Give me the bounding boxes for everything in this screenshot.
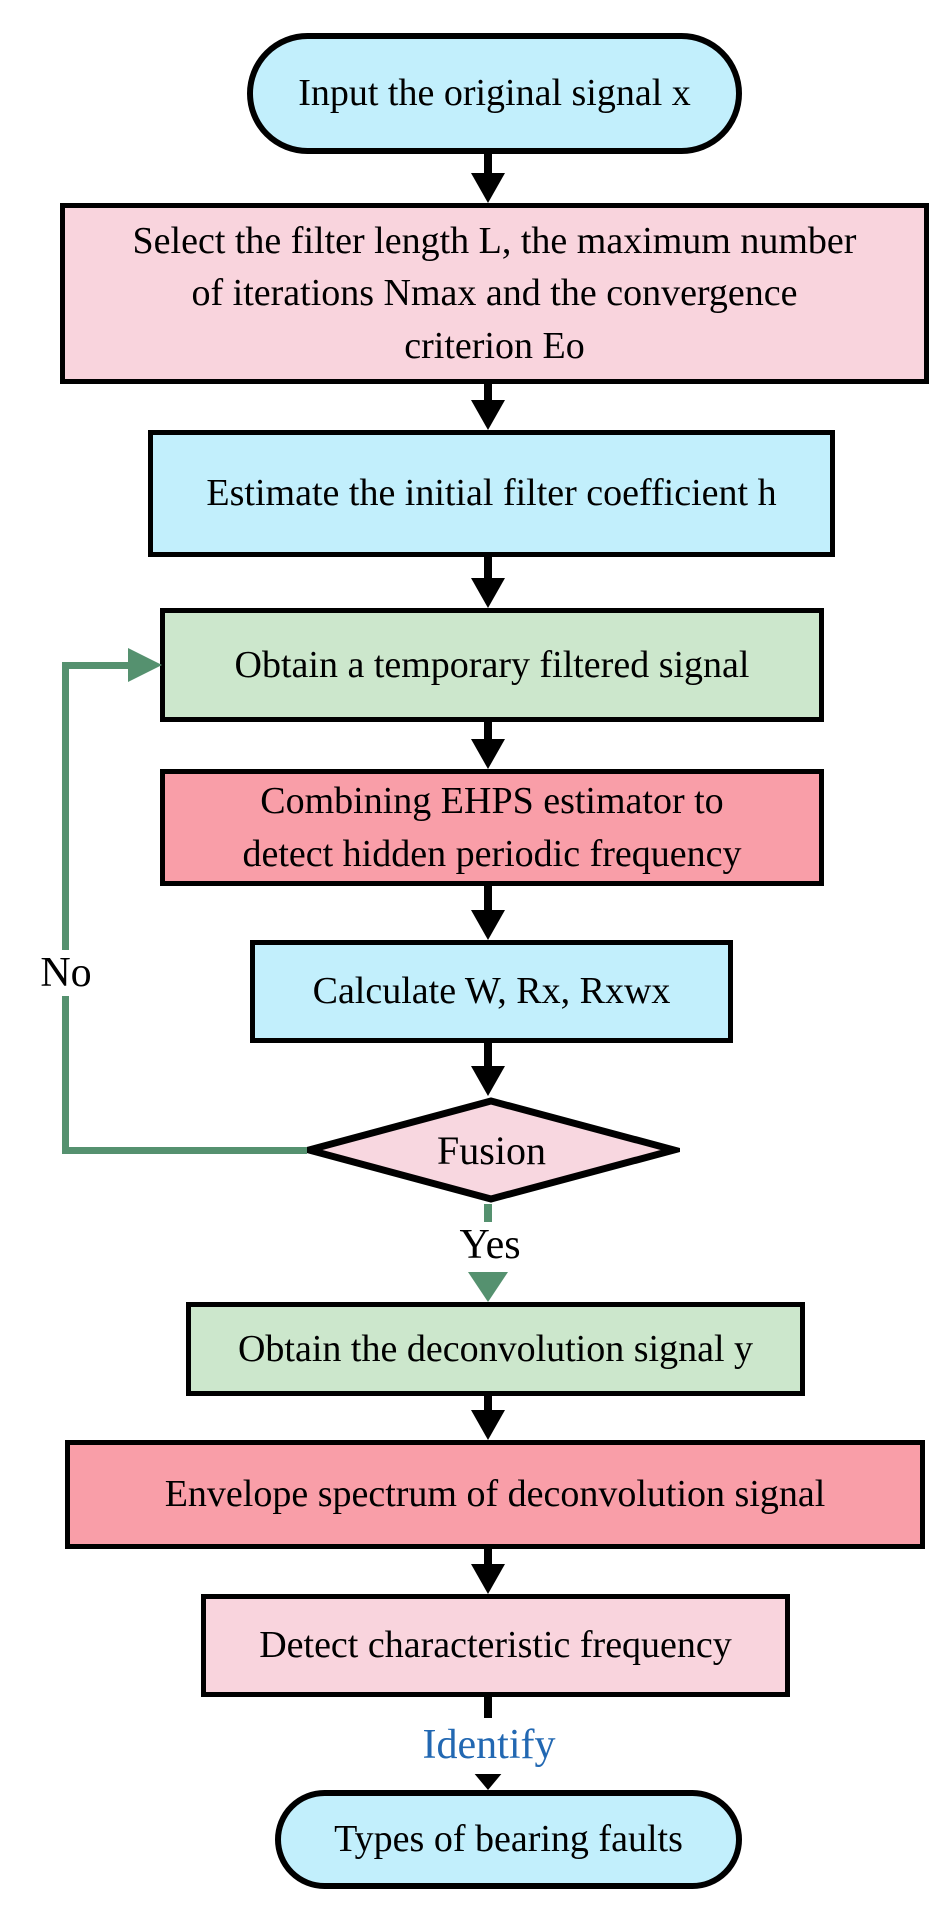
no-edge-label: No: [28, 950, 104, 997]
fusion-decision-diamond: Fusion: [303, 1096, 680, 1204]
no-branch-line-vertical: [62, 662, 69, 1154]
arrow-down-shaft: [484, 1041, 492, 1068]
arrow-down-small-icon: [473, 1772, 503, 1790]
detect-frequency-box: Detect characteristic frequency: [201, 1594, 790, 1697]
arrow-down-shaft: [484, 555, 492, 580]
start-terminal-label: Input the original signal x: [298, 72, 691, 115]
temporary-filtered-signal-box: Obtain a temporary filtered signal: [160, 608, 824, 722]
yes-branch-line: [484, 1204, 492, 1224]
temporary-filtered-signal-label: Obtain a temporary filtered signal: [234, 643, 750, 686]
arrow-down-icon: [471, 1564, 505, 1594]
select-parameters-label: Select the filter length L, the maximum …: [132, 220, 857, 367]
arrow-down-icon: [471, 578, 505, 608]
arrow-down-shaft: [484, 720, 492, 741]
arrow-down-icon: [471, 1066, 505, 1096]
arrow-down-icon: [471, 910, 505, 940]
yes-arrow-down-icon: [468, 1272, 508, 1302]
diamond-shape: [303, 1097, 680, 1203]
arrow-down-shaft: [484, 152, 492, 175]
arrow-down-icon: [471, 1410, 505, 1440]
start-terminal: Input the original signal x: [247, 33, 742, 154]
arrow-down-shaft: [484, 1547, 492, 1566]
no-branch-line-top: [62, 662, 130, 669]
end-terminal-label: Types of bearing faults: [334, 1818, 683, 1861]
deconvolution-signal-box: Obtain the deconvolution signal y: [186, 1302, 805, 1396]
ehps-estimator-box: Combining EHPS estimator to detect hidde…: [160, 769, 824, 886]
calculate-label: Calculate W, Rx, Rxwx: [312, 970, 671, 1013]
arrow-down-shaft: [484, 1394, 492, 1412]
no-branch-line-bottom: [62, 1147, 307, 1154]
yes-edge-label: Yes: [448, 1222, 532, 1269]
no-arrow-right-icon: [128, 648, 162, 682]
identify-edge-label: Identify: [408, 1718, 570, 1775]
arrow-down-shaft: [484, 884, 492, 912]
deconvolution-signal-label: Obtain the deconvolution signal y: [237, 1327, 754, 1370]
envelope-spectrum-label: Envelope spectrum of deconvolution signa…: [164, 1473, 826, 1516]
estimate-filter-box: Estimate the initial filter coefficient …: [148, 430, 835, 557]
fusion-decision-label: Fusion: [437, 1127, 546, 1173]
arrow-down-icon: [471, 739, 505, 769]
arrow-down-icon: [471, 400, 505, 430]
estimate-filter-label: Estimate the initial filter coefficient …: [206, 472, 777, 515]
envelope-spectrum-box: Envelope spectrum of deconvolution signa…: [65, 1440, 925, 1549]
calculate-box: Calculate W, Rx, Rxwx: [250, 940, 733, 1043]
arrow-down-shaft: [484, 382, 492, 402]
detect-frequency-label: Detect characteristic frequency: [259, 1624, 732, 1667]
ehps-estimator-label: Combining EHPS estimator to detect hidde…: [242, 780, 742, 875]
end-terminal: Types of bearing faults: [275, 1790, 742, 1889]
arrow-down-icon: [471, 173, 505, 203]
select-parameters-box: Select the filter length L, the maximum …: [60, 203, 929, 384]
